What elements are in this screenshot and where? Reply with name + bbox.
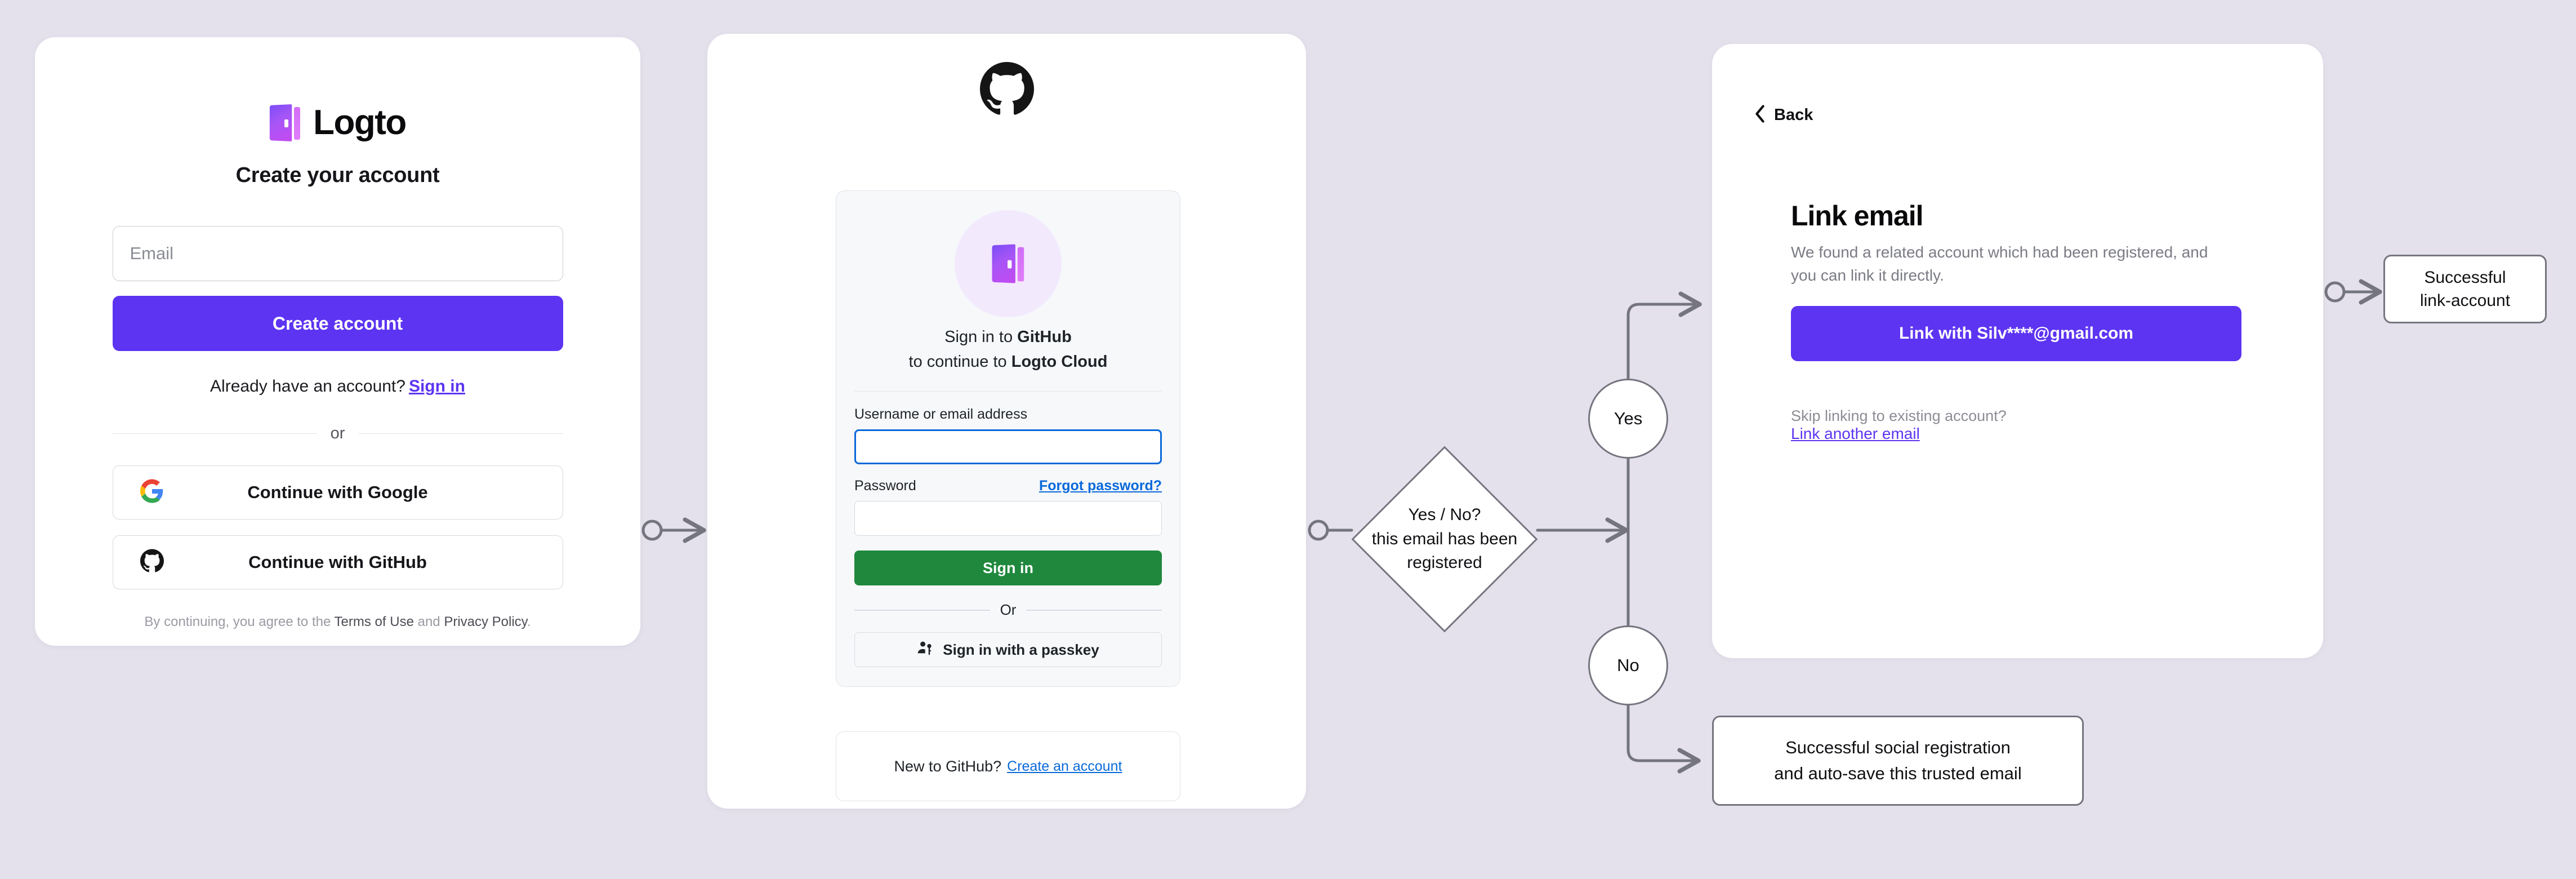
create-an-account-link[interactable]: Create an account (1007, 758, 1122, 774)
github-create-account-footer: New to GitHub? Create an account (836, 731, 1180, 801)
github-signin-button[interactable]: Sign in (854, 551, 1162, 586)
social-divider: or (112, 424, 563, 443)
link-with-email-button[interactable]: Link with Silv****@gmail.com (1791, 306, 2241, 362)
terms-of-use-link[interactable]: Terms of Use (334, 614, 414, 629)
heading-line2-prefix: to continue to (908, 352, 1011, 371)
heading-line1-prefix: Sign in to (944, 328, 1018, 346)
outcome-social-line-2: and auto-save this trusted email (1774, 763, 2022, 783)
continue-with-github-label: Continue with GitHub (248, 552, 427, 572)
heading-line2-strong: Logto Cloud (1011, 352, 1108, 371)
outcome-successful-social-registration: Successful social registration and auto-… (1712, 716, 2084, 806)
back-label: Back (1774, 106, 1813, 124)
link-email-description: We found a related account which had bee… (1791, 243, 2208, 284)
decision-line-1: Yes / No? (1408, 505, 1481, 525)
heading-line1-strong: GitHub (1017, 328, 1072, 346)
divider-rule-left (112, 433, 317, 434)
github-signin-panel: Sign in to GitHub to continue to Logto C… (836, 190, 1180, 687)
passkey-person-key-icon (917, 640, 934, 660)
google-icon (140, 479, 164, 506)
continue-with-google-button[interactable]: Continue with Google (112, 465, 563, 520)
github-icon (140, 549, 164, 576)
password-label: Password (854, 478, 916, 494)
signin-link[interactable]: Sign in (408, 377, 465, 396)
outcome-successful-link-account: Successful link-account (2383, 255, 2547, 323)
back-button[interactable]: Back (1754, 105, 1813, 126)
github-divider-label: Or (1000, 601, 1017, 619)
logto-signup-card: Logto Create your account Email Create a… (35, 37, 640, 646)
continue-with-github-button[interactable]: Continue with GitHub (112, 535, 563, 589)
outcome-link-line-2: link-account (2419, 291, 2511, 310)
chevron-left-icon (1754, 105, 1766, 126)
username-label: Username or email address (854, 406, 1028, 423)
signin-prompt-text: Already have an account? (210, 377, 405, 396)
logto-icon (992, 243, 1025, 283)
signin-with-passkey-button[interactable]: Sign in with a passkey (854, 632, 1162, 668)
email-input-placeholder: Email (130, 243, 174, 263)
password-input[interactable] (854, 501, 1162, 536)
divider-label: or (330, 424, 345, 442)
signin-heading: Sign in to GitHub to continue to Logto C… (854, 325, 1162, 374)
privacy-policy-link[interactable]: Privacy Policy (444, 614, 527, 629)
logto-brand-lockup: Logto (269, 103, 407, 142)
branch-node-yes: Yes (1588, 379, 1668, 459)
signin-prompt: Already have an account?Sign in (210, 377, 465, 396)
terms-conjunction: and (413, 614, 444, 629)
divider-rule-right (358, 433, 563, 434)
outcome-social-line-1: Successful social registration (1785, 737, 2011, 757)
forgot-password-link[interactable]: Forgot password? (1039, 478, 1162, 494)
logto-wordmark: Logto (313, 103, 407, 142)
username-input[interactable] (854, 429, 1162, 465)
app-avatar (854, 210, 1162, 317)
github-signin-card: Sign in to GitHub to continue to Logto C… (707, 34, 1306, 809)
link-email-title: Link email (1791, 200, 1924, 232)
create-account-button[interactable]: Create account (112, 296, 563, 351)
email-input[interactable]: Email (112, 226, 563, 281)
continue-with-google-label: Continue with Google (247, 482, 428, 502)
link-email-card: Back Link email We found a related accou… (1712, 44, 2323, 658)
terms-trailing: . (527, 614, 531, 629)
passkey-button-label: Sign in with a passkey (943, 641, 1099, 658)
skip-linking-text: Skip linking to existing account? (1791, 407, 2007, 425)
new-to-github-text: New to GitHub? (894, 757, 1002, 775)
terms-lead: By continuing, you agree to the (144, 614, 335, 629)
github-divider: Or (854, 601, 1162, 619)
outcome-link-line-1: Successful (2424, 268, 2506, 287)
decision-node-email-registered: Yes / No? this email has been registered (1351, 446, 1538, 633)
decision-line-3: registered (1407, 553, 1482, 572)
branch-node-no: No (1588, 625, 1668, 705)
terms-notice: By continuing, you agree to the Terms of… (144, 614, 531, 630)
decision-line-2: this email has been (1371, 529, 1518, 548)
link-another-email-link[interactable]: Link another email (1791, 425, 1920, 443)
logto-icon (269, 104, 301, 142)
page-title: Create your account (235, 163, 440, 187)
panel-separator (854, 391, 1162, 392)
decision-node-text: Yes / No? this email has been registered (1326, 503, 1563, 575)
github-logo-icon (707, 62, 1306, 116)
